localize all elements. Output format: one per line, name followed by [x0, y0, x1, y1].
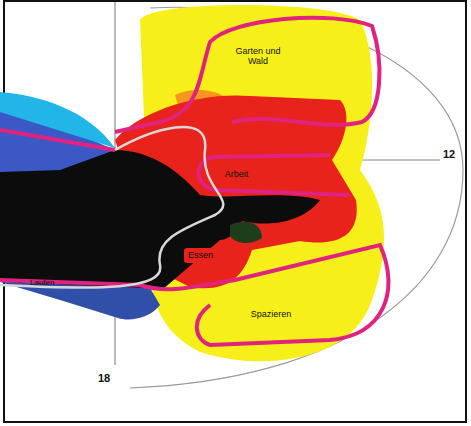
activity-region: Arbeit	[221, 167, 252, 182]
hour-number: 12	[443, 148, 455, 160]
region-label: Essen	[187, 250, 214, 260]
region-label: Spazieren	[250, 309, 292, 319]
activity-region: Garten und Wald	[229, 44, 287, 69]
region-label: Arbeit	[224, 169, 249, 179]
activity-region: Spazieren	[247, 307, 295, 322]
activity-region: Essen	[184, 248, 217, 263]
activity-label: Laufen	[30, 278, 54, 287]
hour-number: 18	[98, 372, 110, 384]
region-label: Garten und Wald	[232, 46, 284, 67]
